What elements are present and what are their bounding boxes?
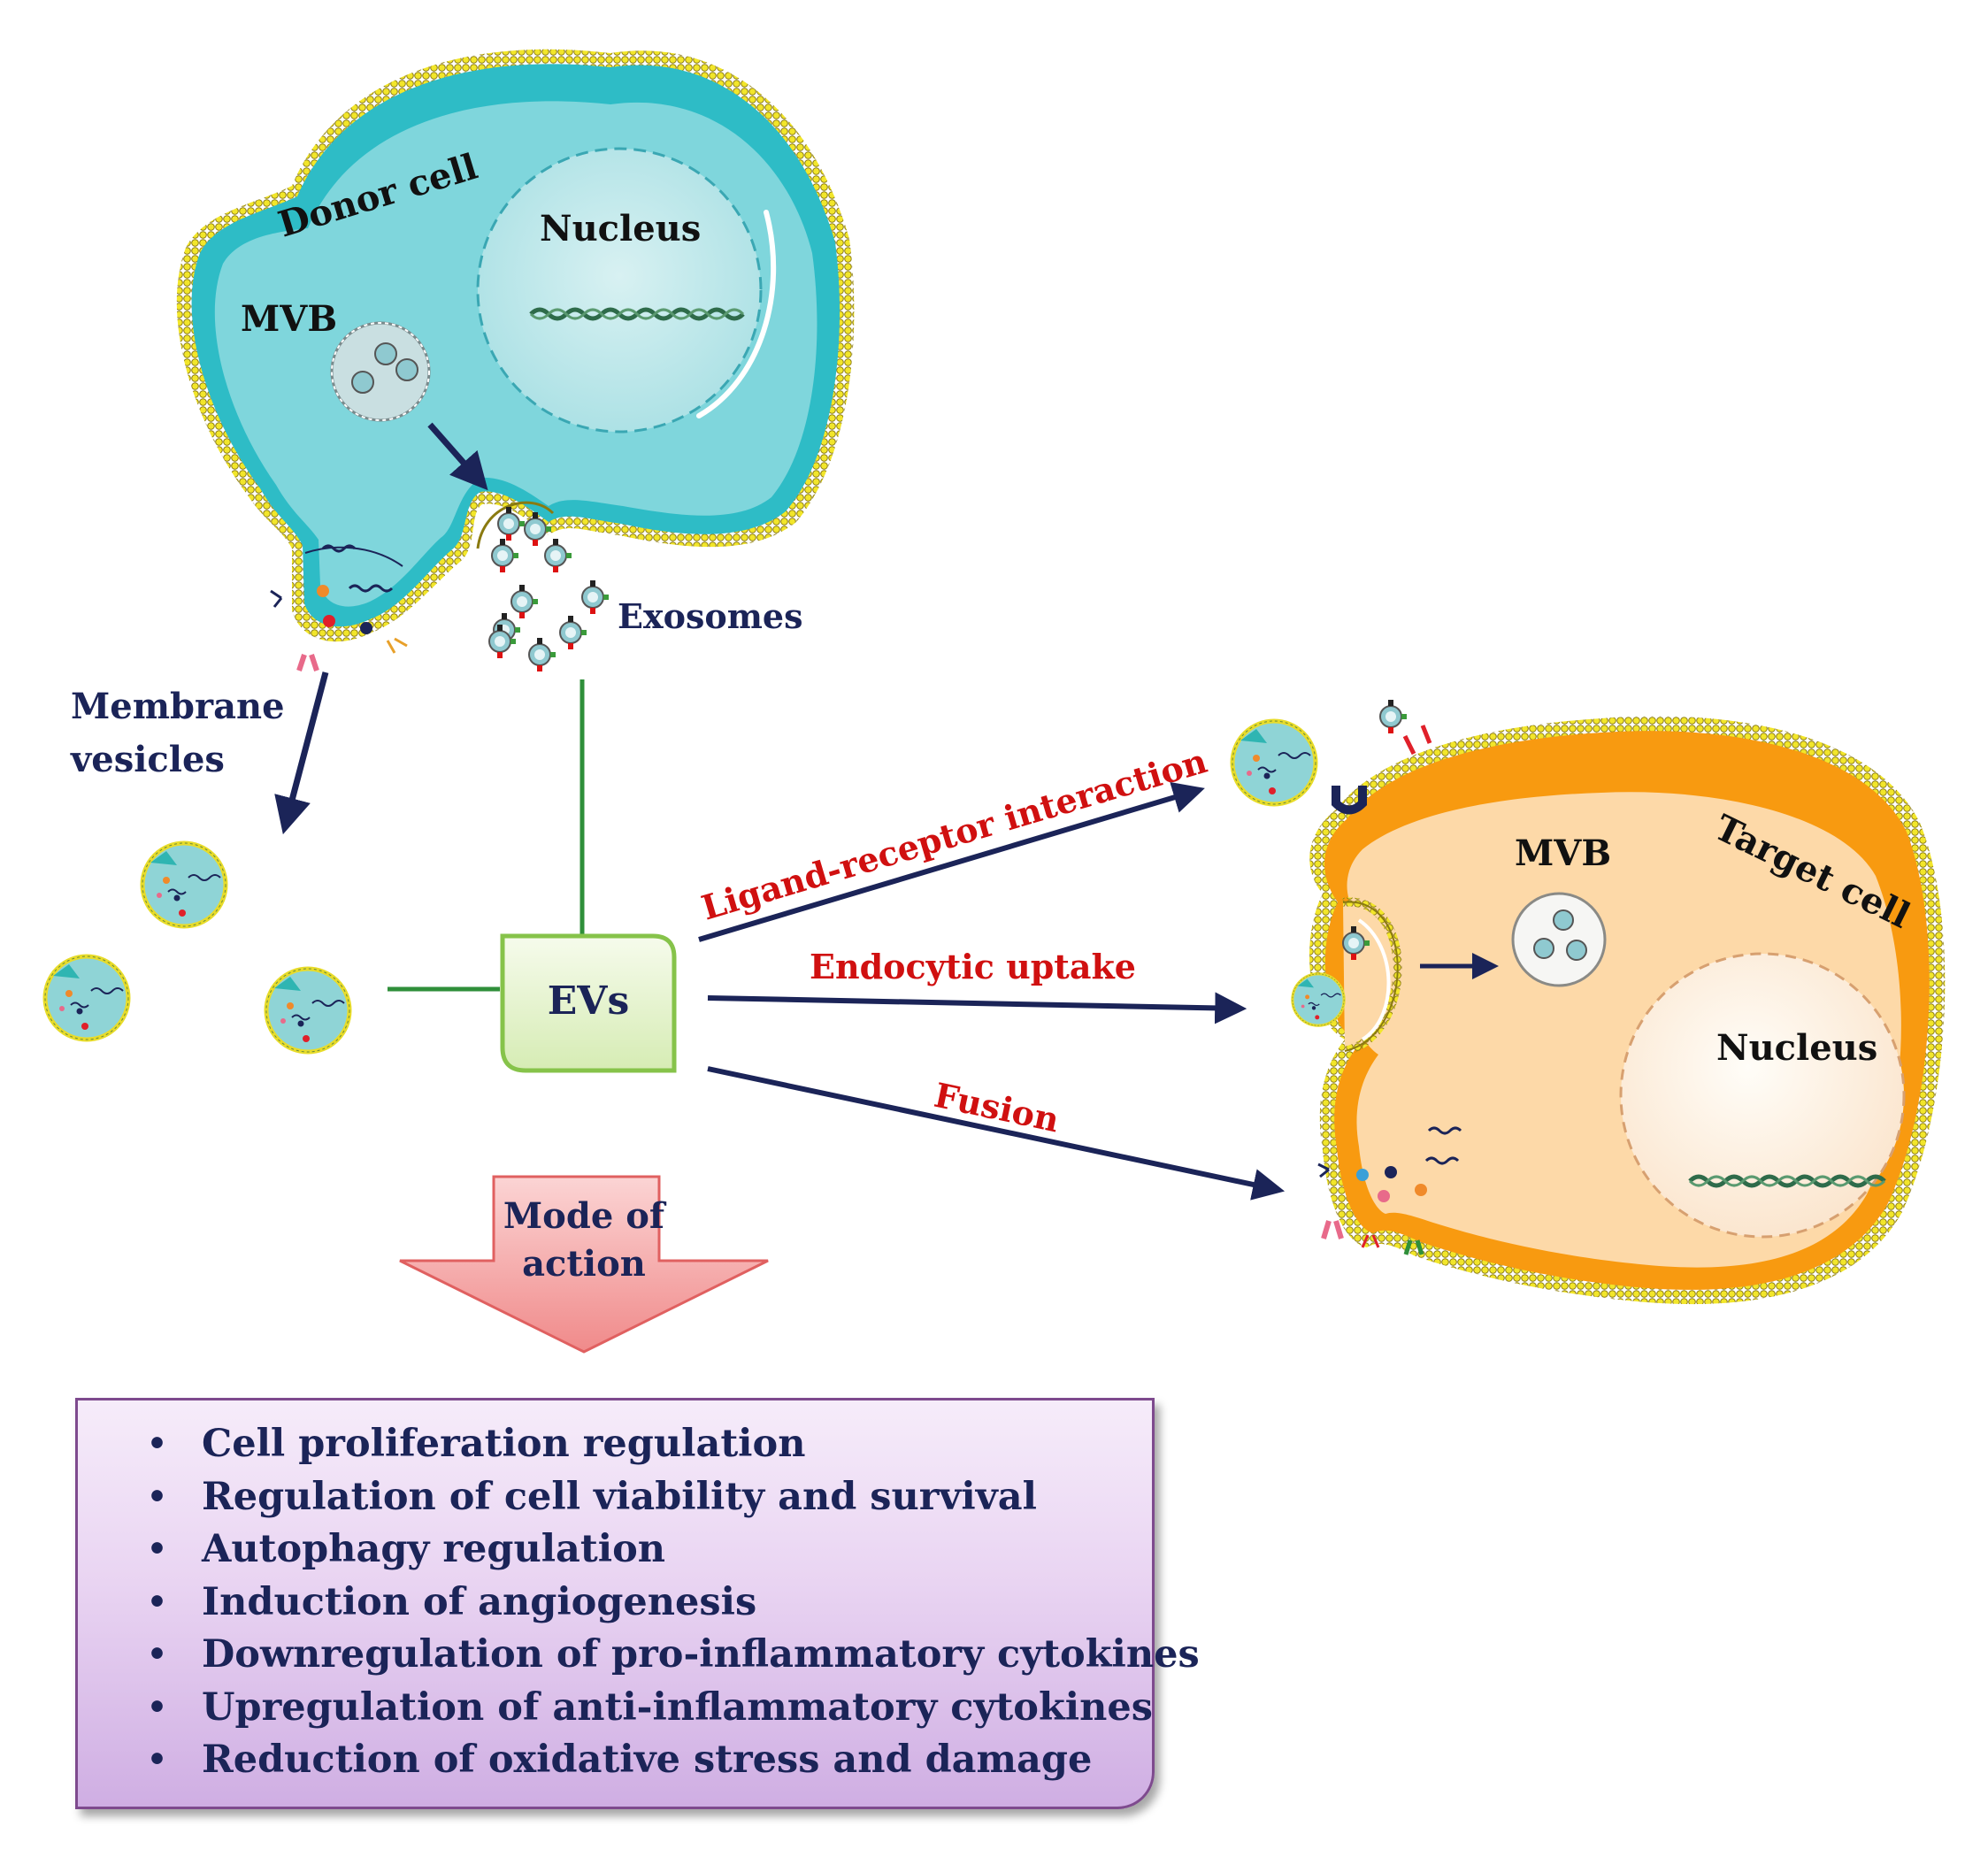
donor-mvb-label: MVB — [241, 298, 337, 340]
donor-cell — [176, 49, 855, 671]
target-cell — [1291, 716, 1946, 1305]
ligand-receptor-docking — [1232, 699, 1432, 815]
target-mvb-label: MVB — [1515, 833, 1611, 874]
endocytic-uptake-label: Endocytic uptake — [810, 947, 1136, 986]
target-nucleus — [1619, 952, 1906, 1239]
mvb-to-membrane-arrow — [427, 422, 488, 491]
evs-box — [500, 933, 677, 1073]
endocytic-pocket — [1291, 897, 1402, 1055]
effect-item: Upregulation of anti-inflammatory cytoki… — [113, 1682, 1153, 1735]
target-mvb — [1511, 892, 1607, 987]
membrane-vesicle — [142, 843, 226, 926]
donor-nucleus-highlight — [696, 210, 777, 418]
mode-of-action-arrow — [399, 1175, 769, 1354]
evs-label: EVs — [548, 978, 629, 1024]
effects-list: Cell proliferation regulation Regulation… — [113, 1418, 1200, 1787]
mode-of-action-label-line1: Mode of — [503, 1195, 667, 1237]
ligand-receptor-label: Ligand-receptor interaction — [697, 740, 1211, 928]
effect-item: Autophagy regulation — [113, 1523, 1125, 1577]
exosomes-label: Exosomes — [618, 596, 802, 636]
donor-nucleus-label: Nucleus — [540, 208, 701, 249]
released-exosomes — [488, 579, 610, 672]
donor-budding-vesicle — [270, 544, 408, 671]
membrane-vesicle — [45, 956, 128, 1040]
donor-mvb — [330, 321, 431, 422]
mode-of-action-label-line2: action — [522, 1243, 646, 1285]
effect-item: Cell proliferation regulation — [113, 1418, 1125, 1471]
donor-to-vesicles-arrow — [274, 671, 329, 835]
exosome-release-pocket — [476, 501, 572, 573]
effect-item: Reduction of oxidative stress and damage — [113, 1734, 1125, 1787]
target-dna-icon — [1688, 1174, 1886, 1188]
effect-item: Downregulation of pro-inflammatory cytok… — [113, 1629, 1200, 1682]
effects-box: Cell proliferation regulation Regulation… — [75, 1398, 1200, 1809]
fused-cargo — [1317, 1126, 1462, 1255]
fusion-arrow — [707, 1066, 1286, 1201]
membrane-vesicle-group — [45, 843, 349, 1052]
membrane-vesicles-label-line1: Membrane — [71, 686, 285, 727]
membrane-vesicle — [266, 969, 349, 1052]
target-nucleus-label: Nucleus — [1716, 1027, 1877, 1069]
donor-nucleus — [476, 147, 763, 434]
effect-item: Induction of angiogenesis — [113, 1577, 1125, 1630]
endocytic-arrow — [707, 992, 1247, 1024]
ligand-receptor-arrow — [698, 782, 1205, 942]
membrane-vesicles-label-line2: vesicles — [70, 739, 225, 780]
effect-item: Regulation of cell viability and surviva… — [113, 1471, 1125, 1524]
